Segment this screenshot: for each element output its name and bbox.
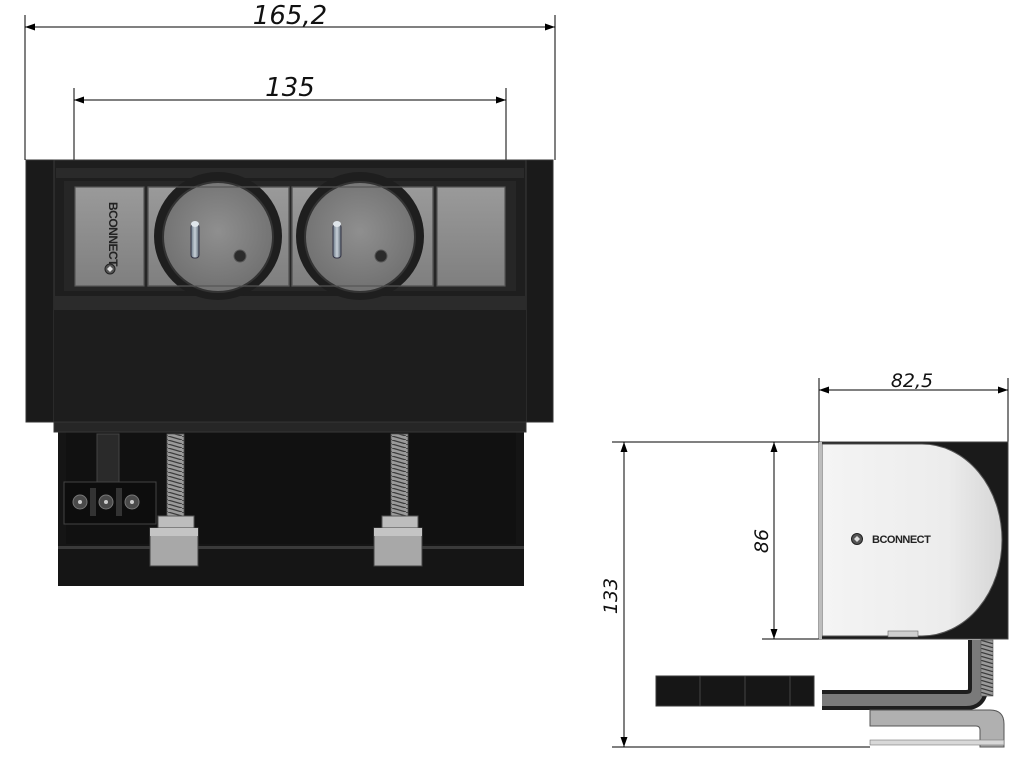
brand-logo-side: BCONNECT xyxy=(872,534,931,546)
front-view: 165,2 135 BCONNECT xyxy=(24,1,556,586)
power-cable xyxy=(96,433,120,487)
cable-connector xyxy=(63,481,157,525)
module-blank-plate xyxy=(436,186,506,287)
side-cover xyxy=(821,443,1003,637)
dimension-total-height-label: 133 xyxy=(600,578,622,614)
module-socket-1 xyxy=(147,172,290,300)
side-clamp-foot xyxy=(869,709,1005,748)
clamp-screw-left xyxy=(149,433,199,567)
earth-pin xyxy=(190,223,200,259)
dimension-body-height-label: 86 xyxy=(751,529,773,553)
dimension-total-height: 133 xyxy=(600,441,870,748)
earth-pin xyxy=(332,223,342,259)
dimension-inner-label: 135 xyxy=(265,73,315,103)
side-view: 82,5 86 133 BCONNECT xyxy=(600,370,1009,748)
dimension-depth: 82,5 xyxy=(818,370,1009,442)
socket-hole xyxy=(374,249,388,263)
module-brand-plate: BCONNECT xyxy=(74,186,145,287)
dimension-overall-label: 165,2 xyxy=(253,1,327,31)
socket-hole xyxy=(233,249,247,263)
dimension-inner-width: 135 xyxy=(73,73,507,190)
dimension-depth-label: 82,5 xyxy=(891,370,933,392)
dimension-overall-width: 165,2 xyxy=(24,1,556,160)
brand-logo-vertical: BCONNECT xyxy=(106,202,120,267)
side-clamp-rod xyxy=(822,639,994,710)
module-socket-2 xyxy=(291,172,434,300)
dimension-body-height: 86 xyxy=(751,441,820,640)
side-cable-connector xyxy=(655,675,815,707)
clamp-screw-right xyxy=(373,433,423,567)
side-housing: BCONNECT xyxy=(818,441,1009,640)
